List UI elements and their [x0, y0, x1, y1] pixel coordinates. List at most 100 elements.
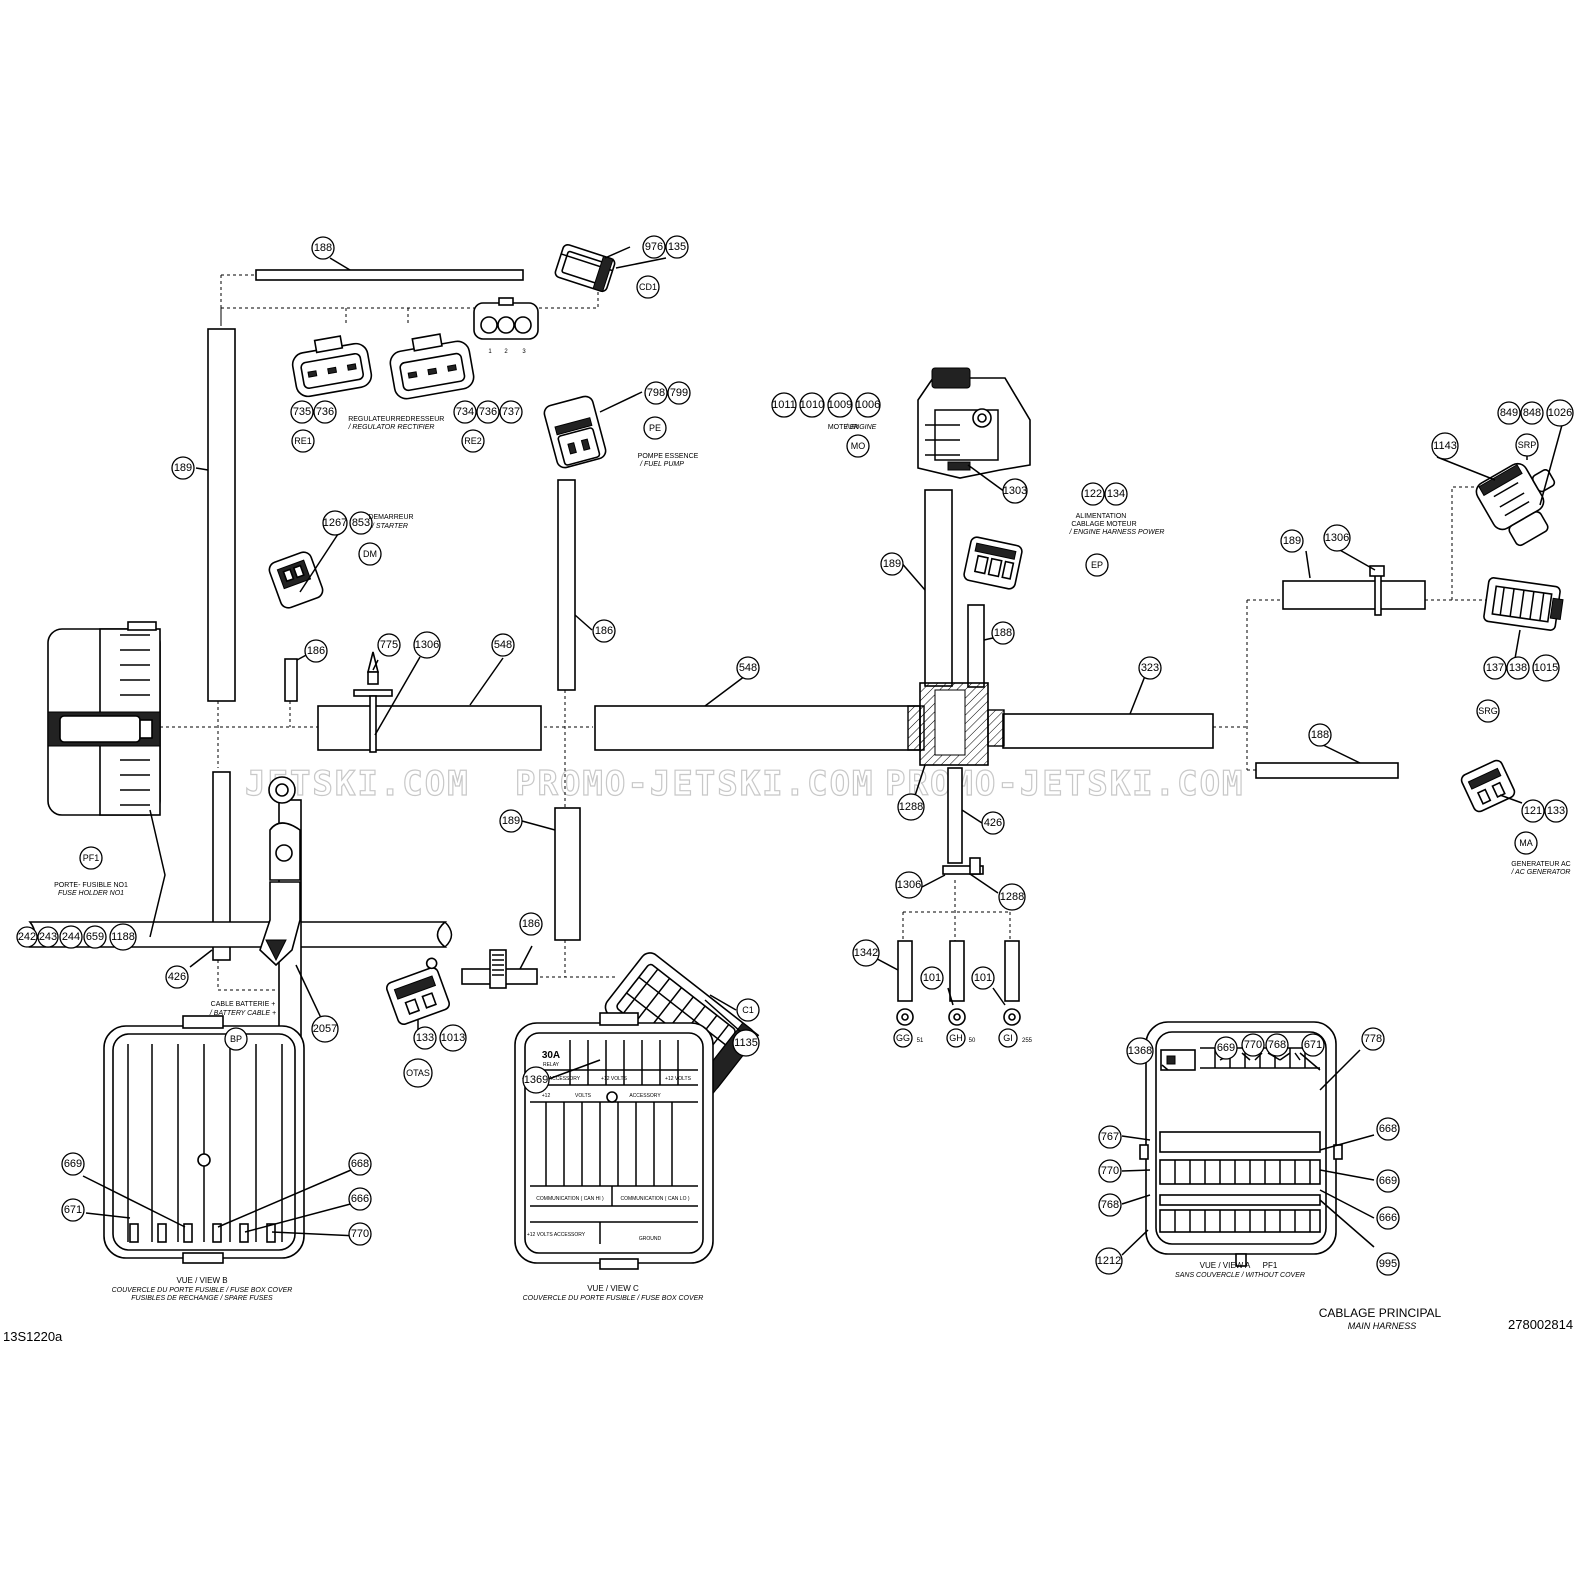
- svg-text:736: 736: [479, 406, 497, 418]
- svg-text:POMPE ESSENCE: POMPE ESSENCE: [638, 453, 699, 460]
- svg-text:MA: MA: [1519, 838, 1533, 848]
- connector-ma: [1460, 759, 1516, 813]
- conn-dm: DM: [358, 542, 382, 566]
- tube-189-right: [1282, 580, 1426, 610]
- connector-otas: [385, 957, 451, 1026]
- svg-text:1369: 1369: [524, 1074, 548, 1086]
- conn-srg: SRG: [1476, 699, 1500, 723]
- bubble-1013: 1013: [439, 1024, 467, 1052]
- svg-text:548: 548: [739, 662, 757, 674]
- svg-text:548: 548: [494, 639, 512, 651]
- svg-text:+12 VOLTS: +12 VOLTS: [665, 1076, 692, 1082]
- bubble-1267: 1267: [322, 510, 348, 536]
- tube-189-engine: [924, 489, 953, 687]
- bubble-768-b: 768: [1098, 1193, 1122, 1217]
- bubble-1288-top: 1288: [897, 793, 925, 821]
- bubble-1135: 1135: [732, 1029, 760, 1057]
- bubble-1026: 1026: [1546, 399, 1574, 427]
- svg-text:1212: 1212: [1097, 1255, 1121, 1267]
- bubble-426-right: 426: [981, 811, 1005, 835]
- svg-text:2: 2: [504, 349, 508, 355]
- svg-text:1135: 1135: [734, 1037, 758, 1049]
- svg-text:51: 51: [917, 1038, 924, 1044]
- bubble-737: 737: [499, 400, 523, 424]
- svg-text:188: 188: [994, 627, 1012, 639]
- svg-text:1015: 1015: [1534, 662, 1558, 674]
- bubble-798: 798: [644, 381, 668, 405]
- connector-re1: [291, 335, 373, 398]
- svg-text:244: 244: [62, 931, 80, 943]
- svg-text:242: 242: [18, 931, 36, 943]
- tube-101-gi: [1004, 940, 1020, 1002]
- tube-188-top: [255, 269, 524, 281]
- svg-text:CD1: CD1: [639, 282, 657, 292]
- bubble-659: 659: [83, 925, 107, 949]
- bubble-243: 243: [37, 926, 59, 948]
- bubble-1306-left: 1306: [413, 631, 441, 659]
- svg-text:669: 669: [1217, 1042, 1235, 1054]
- svg-text:1006: 1006: [856, 399, 880, 411]
- tube-426-left: [212, 771, 231, 961]
- bubble-189-left: 189: [171, 456, 195, 480]
- svg-text:1188: 1188: [111, 931, 135, 943]
- bubble-1011: 1011: [771, 392, 797, 418]
- svg-text:778: 778: [1364, 1033, 1382, 1045]
- svg-text:134: 134: [1107, 488, 1125, 500]
- bubble-668-b: 668: [348, 1152, 372, 1176]
- tube-323: [1002, 713, 1214, 749]
- svg-text:BP: BP: [230, 1034, 242, 1044]
- watermark: JETSKI.COM PROMO-JETSKI.COM PROMO-JETSKI…: [244, 763, 1243, 804]
- svg-text:138: 138: [1509, 662, 1527, 674]
- svg-text:C1: C1: [742, 1005, 754, 1015]
- main-junction: [907, 682, 1005, 766]
- svg-text:VUE / VIEW A: VUE / VIEW A: [1200, 1261, 1251, 1270]
- svg-text:671: 671: [64, 1204, 82, 1216]
- bubble-1015: 1015: [1532, 654, 1560, 682]
- drawing-code-left: 13S1220a: [3, 1329, 63, 1344]
- bubble-1306-lower: 1306: [895, 871, 923, 899]
- bubble-189-right: 189: [1280, 529, 1304, 553]
- svg-text:101: 101: [923, 972, 941, 984]
- svg-text:121: 121: [1524, 805, 1542, 817]
- conn-re1: RE1: [291, 429, 315, 453]
- bubble-1303: 1303: [1002, 478, 1028, 504]
- bubble-770-b: 770: [1098, 1159, 1122, 1183]
- drawing-code-right: 278002814: [1508, 1317, 1573, 1332]
- svg-text:1143: 1143: [1433, 440, 1457, 452]
- watermark-text-2: PROMO-JETSKI.COM: [515, 764, 875, 804]
- svg-text:853: 853: [352, 517, 370, 529]
- bubble-666-b: 666: [348, 1187, 372, 1211]
- bubble-1212: 1212: [1095, 1247, 1123, 1275]
- svg-text:668: 668: [1379, 1123, 1397, 1135]
- harness-tubes: [28, 269, 1426, 1002]
- bubble-548-left: 548: [491, 633, 515, 657]
- bubble-1342: 1342: [852, 939, 880, 967]
- bubble-186-lower: 186: [519, 912, 543, 936]
- connector-3pin-view: 1 2 3: [473, 297, 539, 355]
- view-c-cover: 30A RELAY +12 VOLTS ACCESSORY +12 VOLTS …: [514, 1012, 714, 1270]
- bubble-244: 244: [59, 925, 83, 949]
- svg-text:735: 735: [293, 406, 311, 418]
- svg-text:798: 798: [647, 387, 665, 399]
- bubble-121: 121: [1521, 799, 1545, 823]
- conn-srp: SRP: [1515, 433, 1539, 457]
- bubble-768-a: 768: [1265, 1033, 1289, 1057]
- svg-text:GG: GG: [896, 1033, 910, 1043]
- connector-ep: [963, 536, 1023, 590]
- svg-text:GH: GH: [949, 1033, 963, 1043]
- svg-text:MOTEUR: MOTEUR: [828, 424, 858, 431]
- battery-terminal: [259, 776, 302, 1091]
- view-b-cover: [103, 1015, 305, 1264]
- tube-189-left: [207, 328, 236, 702]
- bubble-671-b: 671: [61, 1198, 85, 1222]
- bubble-778: 778: [1361, 1027, 1385, 1051]
- bubble-138: 138: [1506, 656, 1530, 680]
- bubble-133-otas: 133: [413, 1026, 437, 1050]
- text-labels: REGULATEUR - / REGULATOR - REDRESSEUR RE…: [3, 416, 1573, 1344]
- bubble-1288-lower: 1288: [998, 883, 1026, 911]
- svg-text:/ REGULATOR -: / REGULATOR -: [347, 424, 400, 431]
- bubble-186-starter: 186: [304, 639, 328, 663]
- svg-text:FUSE HOLDER NO1: FUSE HOLDER NO1: [58, 890, 124, 897]
- svg-text:101: 101: [974, 972, 992, 984]
- svg-text:1306: 1306: [415, 639, 439, 651]
